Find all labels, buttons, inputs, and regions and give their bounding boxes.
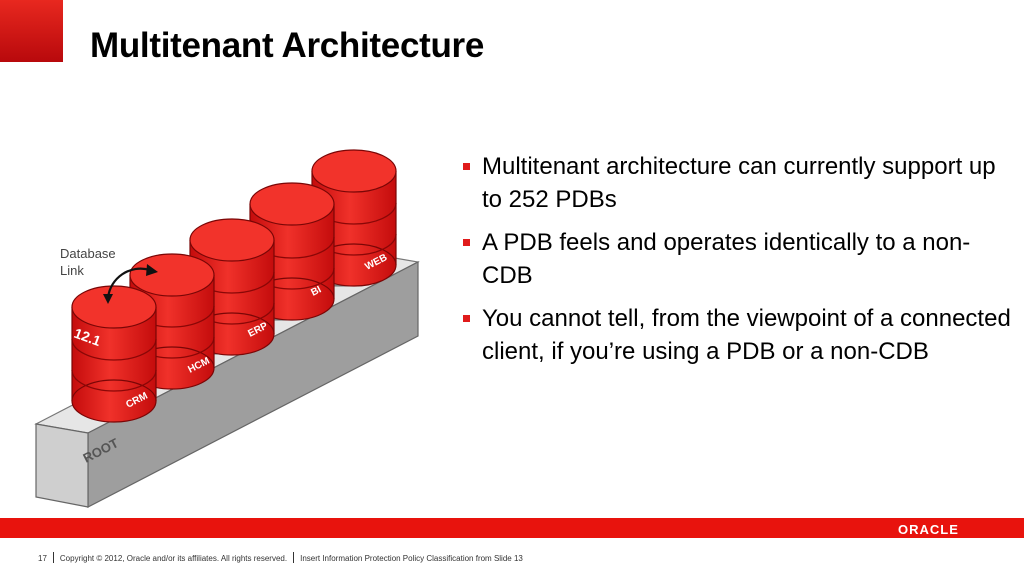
- oracle-logo: ORACLE: [898, 522, 959, 537]
- bullet-text: A PDB feels and operates identically to …: [482, 229, 971, 289]
- footer-bar: [0, 518, 1024, 538]
- database-link-line-2: Link: [60, 263, 84, 278]
- copyright-text: Copyright © 2012, Oracle and/or its affi…: [59, 554, 288, 563]
- footer: 17 Copyright © 2012, Oracle and/or its af…: [38, 552, 523, 563]
- multitenant-diagram: ROOT: [34, 149, 420, 508]
- database-link-label: Database Link: [60, 245, 116, 279]
- arrow-head-hcm: [146, 264, 158, 276]
- bullet-square-icon: [463, 315, 470, 322]
- slide-title: Multitenant Architecture: [90, 26, 485, 65]
- arrow-head-crm: [103, 294, 113, 304]
- classification-text: Insert Information Protection Policy Cla…: [300, 554, 523, 563]
- database-link-arrow: [106, 267, 151, 299]
- page-number: 17: [38, 554, 47, 563]
- bullet-square-icon: [463, 239, 470, 246]
- bullet-text: You cannot tell, from the viewpoint of a…: [482, 305, 1011, 365]
- pdb-cylinder-crm: [71, 285, 157, 423]
- database-link-line-1: Database: [60, 246, 116, 261]
- bullet-item: You cannot tell, from the viewpoint of a…: [463, 302, 1011, 368]
- bullet-item: A PDB feels and operates identically to …: [463, 226, 1011, 292]
- bullet-text: Multitenant architecture can currently s…: [482, 153, 996, 213]
- footer-divider: [52, 552, 54, 563]
- footer-divider: [293, 552, 295, 563]
- bullet-list: Multitenant architecture can currently s…: [463, 150, 1011, 378]
- bullet-square-icon: [463, 163, 470, 170]
- corner-accent: [0, 0, 63, 62]
- bullet-item: Multitenant architecture can currently s…: [463, 150, 1011, 216]
- pdb-label-bi: BI: [309, 284, 323, 298]
